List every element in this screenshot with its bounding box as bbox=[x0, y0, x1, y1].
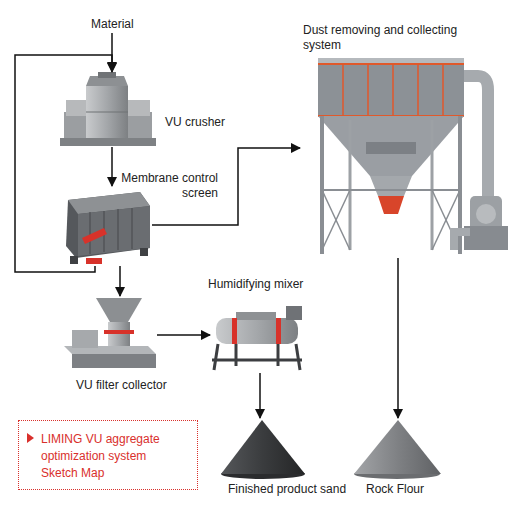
screen-illustration bbox=[78, 206, 150, 256]
dust-collector-illustration bbox=[464, 226, 508, 250]
bullet-triangle bbox=[27, 433, 34, 443]
screen-illustration bbox=[90, 212, 91, 254]
dust-collector-illustration bbox=[318, 116, 464, 176]
sand-pile bbox=[221, 420, 305, 474]
dust-collector-illustration bbox=[318, 58, 464, 64]
flow-arrow bbox=[259, 373, 261, 418]
node-label: Rock Flour bbox=[366, 482, 456, 497]
product-pile-node: Rock Flour bbox=[354, 418, 442, 478]
crusher-illustration bbox=[66, 100, 86, 116]
crusher-illustration bbox=[86, 112, 128, 113]
dust-collector-illustration bbox=[318, 58, 464, 116]
rock-flour-pile bbox=[354, 420, 441, 479]
flow-arrow bbox=[152, 148, 300, 225]
dust-collector-illustration bbox=[320, 116, 324, 254]
node-label: Humidifying mixer bbox=[208, 277, 328, 292]
node-label: Dust removing and collecting system bbox=[303, 23, 475, 53]
material-feed-arrow bbox=[111, 33, 113, 71]
filter-collector-illustration bbox=[72, 354, 156, 368]
note-text: LIMING VU aggregate optimization system … bbox=[41, 431, 173, 482]
crusher-illustration bbox=[98, 72, 116, 78]
screen-illustration bbox=[66, 192, 150, 258]
crusher-node: VU crusher bbox=[60, 72, 156, 147]
dust-collector-illustration bbox=[454, 232, 470, 250]
crusher-illustration bbox=[128, 100, 150, 116]
crusher-illustration bbox=[60, 138, 156, 146]
flow-arrow bbox=[15, 55, 112, 272]
rock-flour-pile bbox=[354, 420, 441, 474]
dust-collector-illustration bbox=[322, 190, 350, 250]
filter-collector-illustration bbox=[72, 330, 98, 348]
screen-node: Membrane control screen bbox=[62, 186, 152, 266]
dust-collector-illustration bbox=[431, 120, 434, 250]
dust-collector-illustration bbox=[442, 64, 444, 116]
dust-collector-illustration bbox=[322, 189, 460, 191]
dust-collector-illustration bbox=[392, 64, 394, 116]
screen-illustration bbox=[82, 228, 107, 244]
dust-collector-illustration bbox=[349, 120, 352, 250]
filter-collector-node: VU filter collector bbox=[62, 296, 157, 371]
filter-collector-illustration bbox=[108, 322, 130, 348]
mixer-illustration bbox=[232, 318, 237, 344]
mixer-illustration bbox=[296, 344, 300, 370]
crusher-illustration bbox=[86, 86, 128, 138]
dust-collector-illustration bbox=[342, 64, 344, 116]
dust-collector-illustration bbox=[322, 190, 350, 250]
dust-collector-illustration bbox=[318, 63, 464, 65]
mixer-illustration bbox=[235, 344, 238, 366]
dust-collector-illustration bbox=[378, 196, 404, 214]
node-label: VU crusher bbox=[165, 115, 255, 130]
mixer-illustration bbox=[212, 359, 302, 362]
filter-collector-illustration bbox=[64, 298, 156, 368]
dust-collector-illustration bbox=[476, 204, 496, 224]
flow-arrow bbox=[119, 266, 121, 296]
screen-illustration bbox=[66, 192, 150, 264]
node-label: Membrane control screen bbox=[114, 171, 218, 201]
dust-collector-illustration bbox=[367, 64, 369, 116]
material-feed-arrow bbox=[112, 33, 113, 71]
flow-arrow bbox=[157, 334, 210, 336]
mixer-illustration bbox=[214, 344, 218, 370]
mixer-illustration bbox=[276, 318, 281, 344]
input-label: Material bbox=[91, 17, 134, 32]
mixer-illustration bbox=[216, 318, 298, 344]
crusher-illustration bbox=[60, 72, 156, 146]
dust-collector-illustration bbox=[370, 176, 412, 196]
mixer-illustration bbox=[277, 344, 280, 366]
mixer-illustration bbox=[286, 306, 302, 320]
screen-illustration bbox=[70, 256, 78, 264]
screen-illustration bbox=[132, 208, 133, 249]
screen-illustration bbox=[140, 248, 148, 256]
dust-collector-illustration bbox=[366, 142, 416, 154]
node-label: VU filter collector bbox=[76, 378, 186, 393]
dust-collector-illustration bbox=[417, 64, 419, 116]
product-pile-node: Finished product sand bbox=[220, 418, 308, 478]
note-box: LIMING VU aggregate optimization system … bbox=[18, 420, 198, 490]
dust-collector-node: Dust removing and collecting system bbox=[300, 52, 508, 258]
flow-arrow bbox=[397, 258, 399, 418]
mixer-node: Humidifying mixer bbox=[210, 298, 305, 373]
sand-pile bbox=[221, 420, 305, 479]
filter-collector-illustration bbox=[96, 298, 142, 322]
node-label: Finished product sand bbox=[228, 482, 368, 497]
dust-collector-illustration bbox=[318, 58, 508, 254]
dust-collector-illustration bbox=[464, 76, 488, 196]
screen-illustration bbox=[118, 209, 119, 250]
bullet-triangle bbox=[27, 433, 34, 443]
flow-arrow bbox=[111, 147, 113, 186]
filter-collector-illustration bbox=[104, 330, 134, 334]
mixer-illustration bbox=[236, 312, 276, 320]
screen-illustration bbox=[86, 258, 102, 264]
mixer-illustration bbox=[212, 306, 302, 370]
